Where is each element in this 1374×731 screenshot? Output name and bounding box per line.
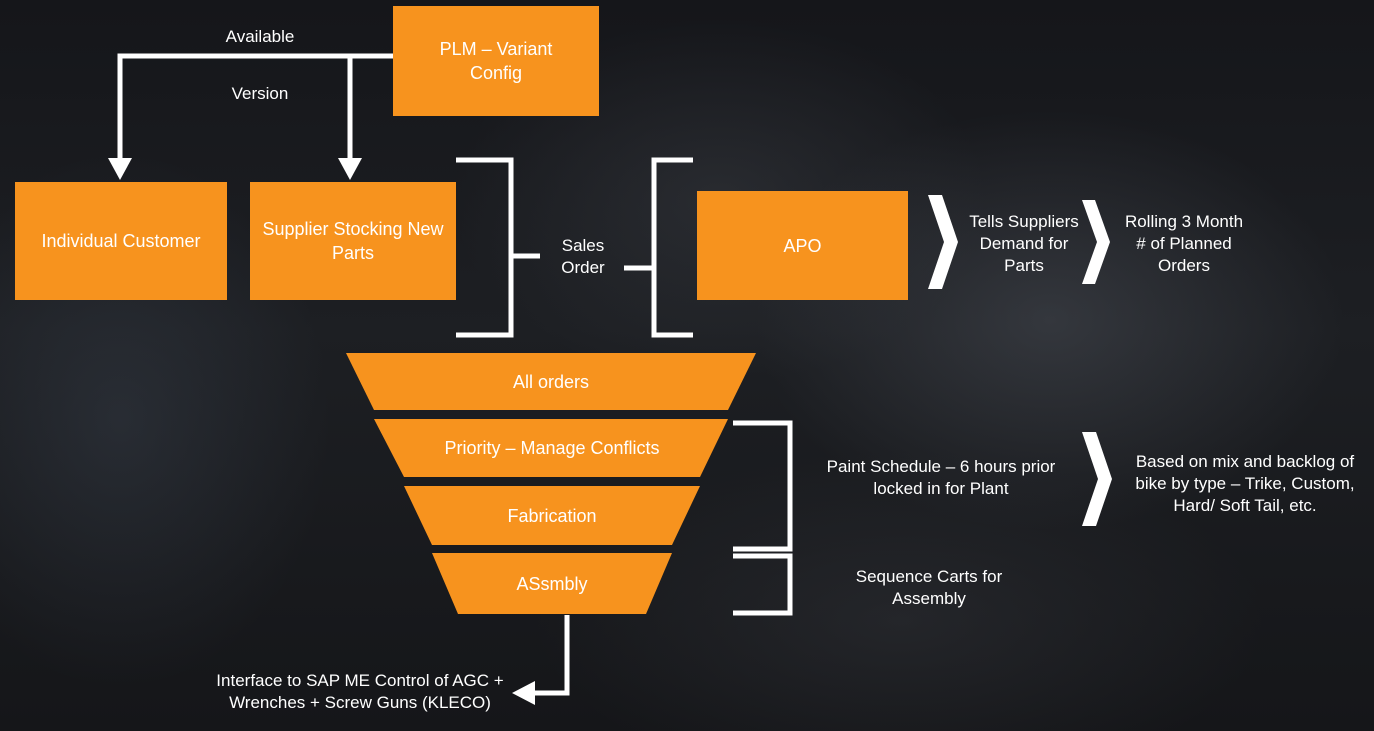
bracket-apo — [651, 157, 693, 338]
individual-customer-label: Individual Customer — [41, 231, 201, 251]
apo-box: APO — [697, 191, 908, 300]
funnel-shape-priority — [374, 419, 728, 477]
supplier-stocking-box: Supplier Stocking New Parts — [250, 182, 456, 300]
based-on-mix-label: Based on mix and backlog of bike by type… — [1135, 452, 1355, 515]
available-label: Available — [225, 27, 295, 46]
plm-variant-config-box: PLM – Variant Config — [393, 6, 599, 116]
funnel-shape-fabrication — [404, 486, 700, 545]
arrowhead-supplier — [338, 158, 362, 180]
arrow-assembly-to-interface — [532, 615, 570, 696]
interface-sap-me-label: Interface to SAP ME Control of AGC + Wre… — [216, 671, 504, 712]
chevron-right-icon-1 — [928, 195, 958, 289]
funnel-label-assembly: ASsmbly — [516, 573, 588, 594]
arrowhead-individual — [108, 158, 132, 180]
arrow-plm-to-individual — [117, 53, 393, 160]
bracket-paint-schedule — [733, 420, 793, 552]
funnel-label-fabrication: Fabrication — [507, 505, 597, 526]
chevron-right-icon-3 — [1082, 432, 1112, 526]
chevron-right-icon-2 — [1082, 200, 1110, 284]
sequence-carts-label: Sequence Carts for Assembly — [855, 567, 1003, 608]
funnel-shape-assembly — [432, 553, 672, 614]
arrowhead-interface — [512, 681, 535, 705]
rolling-planned-orders-label: Rolling 3 Month # of Planned Orders — [1124, 212, 1244, 275]
tells-suppliers-label: Tells Suppliers Demand for Parts — [969, 212, 1079, 275]
plm-variant-config-label: PLM – Variant Config — [439, 39, 553, 83]
paint-schedule-label: Paint Schedule – 6 hours prior locked in… — [826, 457, 1056, 498]
funnel-label-all-orders: All orders — [512, 371, 590, 392]
funnel-label-priority: Priority – Manage Conflicts — [444, 438, 660, 458]
bracket-sequence-carts — [733, 553, 793, 616]
bracket-supplier — [456, 157, 514, 338]
sales-order-label: Sales Order — [561, 236, 605, 277]
funnel-shape-all-orders — [346, 353, 756, 410]
individual-customer-box: Individual Customer — [15, 182, 227, 300]
apo-label: APO — [783, 235, 822, 256]
version-label: Version — [231, 84, 289, 103]
supplier-stocking-label: Supplier Stocking New Parts — [262, 219, 444, 263]
